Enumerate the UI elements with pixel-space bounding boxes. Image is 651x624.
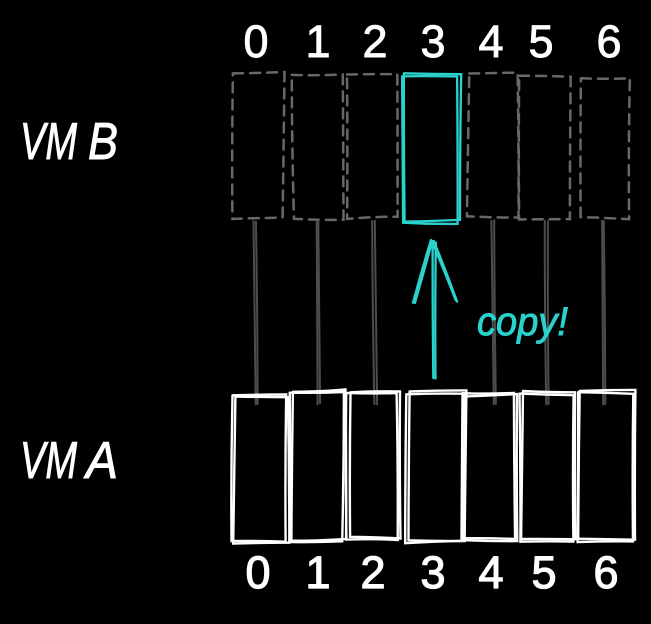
svg-text:B: B (88, 113, 118, 171)
svg-text:A: A (83, 432, 118, 490)
svg-text:5: 5 (528, 16, 553, 67)
svg-text:2: 2 (362, 16, 387, 67)
svg-text:6: 6 (593, 547, 618, 598)
svg-text:5: 5 (531, 547, 556, 598)
svg-text:2: 2 (360, 547, 385, 598)
svg-text:1: 1 (305, 16, 330, 67)
svg-text:1: 1 (305, 547, 330, 598)
svg-text:3: 3 (420, 547, 445, 598)
svg-text:VM: VM (20, 432, 77, 490)
svg-text:6: 6 (596, 16, 621, 67)
svg-text:0: 0 (243, 16, 268, 67)
svg-text:4: 4 (478, 547, 503, 598)
svg-text:0: 0 (245, 547, 270, 598)
svg-text:copy!: copy! (477, 300, 568, 344)
svg-text:VM: VM (20, 113, 77, 171)
svg-text:4: 4 (478, 16, 503, 67)
svg-text:3: 3 (420, 16, 445, 67)
